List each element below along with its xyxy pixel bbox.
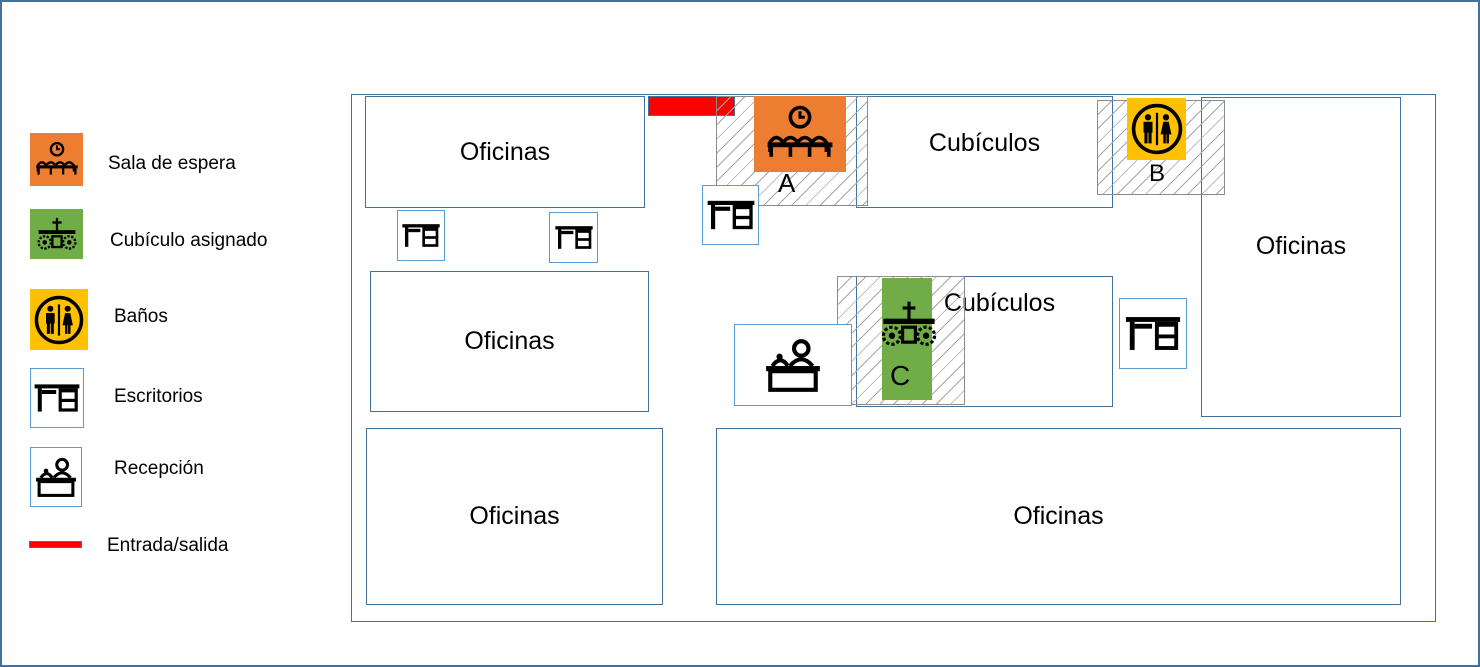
legend-label-restroom: Baños	[114, 306, 168, 327]
desk-icon	[397, 210, 445, 261]
room-label: Oficinas	[469, 502, 560, 530]
legend-label-cubicle: Cubículo asignado	[110, 230, 268, 251]
desk-icon	[1119, 298, 1187, 369]
building-outline	[351, 94, 1436, 622]
legend-label-reception: Recepción	[114, 458, 204, 479]
room-label: Oficinas	[464, 327, 555, 355]
legend-label-waiting: Sala de espera	[108, 153, 236, 174]
room-label: Oficinas	[459, 137, 551, 166]
assigned-cubicle-area	[882, 278, 932, 400]
room-label: Oficinas	[1013, 502, 1104, 530]
zone-b-label: B	[1149, 160, 1166, 187]
assigned-cubicle-icon	[30, 209, 83, 259]
restroom-icon	[1127, 98, 1186, 160]
desk-icon	[30, 368, 84, 428]
office-bottom-right: Oficinas	[716, 428, 1401, 605]
office-mid-left: Oficinas	[370, 271, 649, 412]
reception-icon	[734, 324, 852, 406]
zone-c-label: C	[890, 360, 911, 391]
desk-icon	[549, 212, 598, 263]
office-bottom-left: Oficinas	[366, 428, 663, 605]
office-top-left: Oficinas	[365, 96, 645, 208]
room-label: Oficinas	[1255, 232, 1347, 260]
office-right: Oficinas	[1201, 97, 1401, 417]
desk-icon	[702, 185, 759, 245]
cubicles-top: Cubículos	[856, 96, 1113, 208]
entrance-line-icon	[29, 541, 82, 548]
zone-a-label: A	[778, 168, 796, 198]
waiting-room-icon	[30, 133, 83, 186]
room-label: Cubículos	[928, 129, 1041, 157]
assigned-cubicle-icon	[876, 296, 942, 352]
waiting-room-icon	[754, 96, 846, 172]
legend-label-desk: Escritorios	[114, 386, 203, 407]
legend-label-entrance: Entrada/salida	[107, 535, 229, 556]
restroom-icon	[30, 289, 88, 350]
reception-icon	[30, 447, 82, 507]
